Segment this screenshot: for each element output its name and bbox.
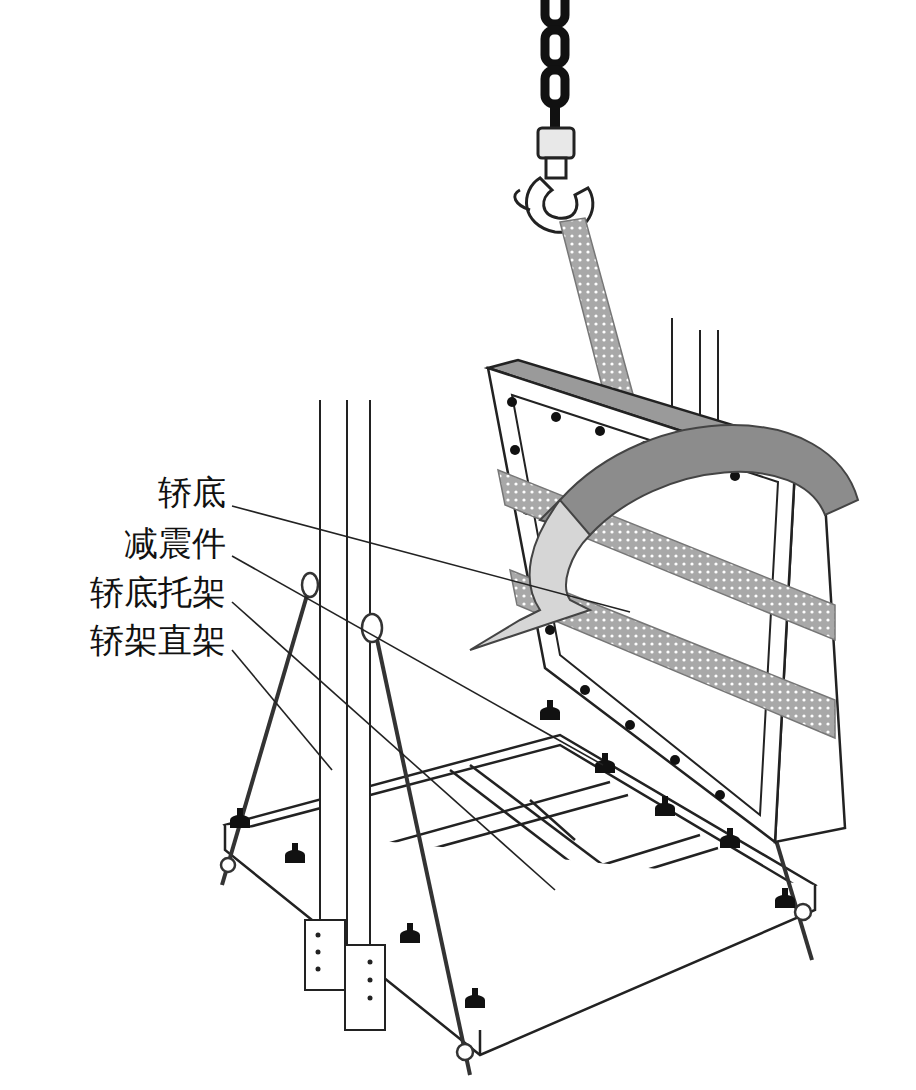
part-label: 减震件	[122, 523, 228, 564]
leader-line	[232, 506, 630, 890]
rotation-arrow	[470, 425, 858, 650]
part-label: 轿架直架	[88, 620, 228, 661]
car-frame-upright	[305, 400, 385, 1030]
part-label: 轿底托架	[88, 572, 228, 613]
part-label: 轿底	[156, 472, 228, 513]
hook	[515, 128, 593, 232]
chain	[545, 0, 565, 128]
